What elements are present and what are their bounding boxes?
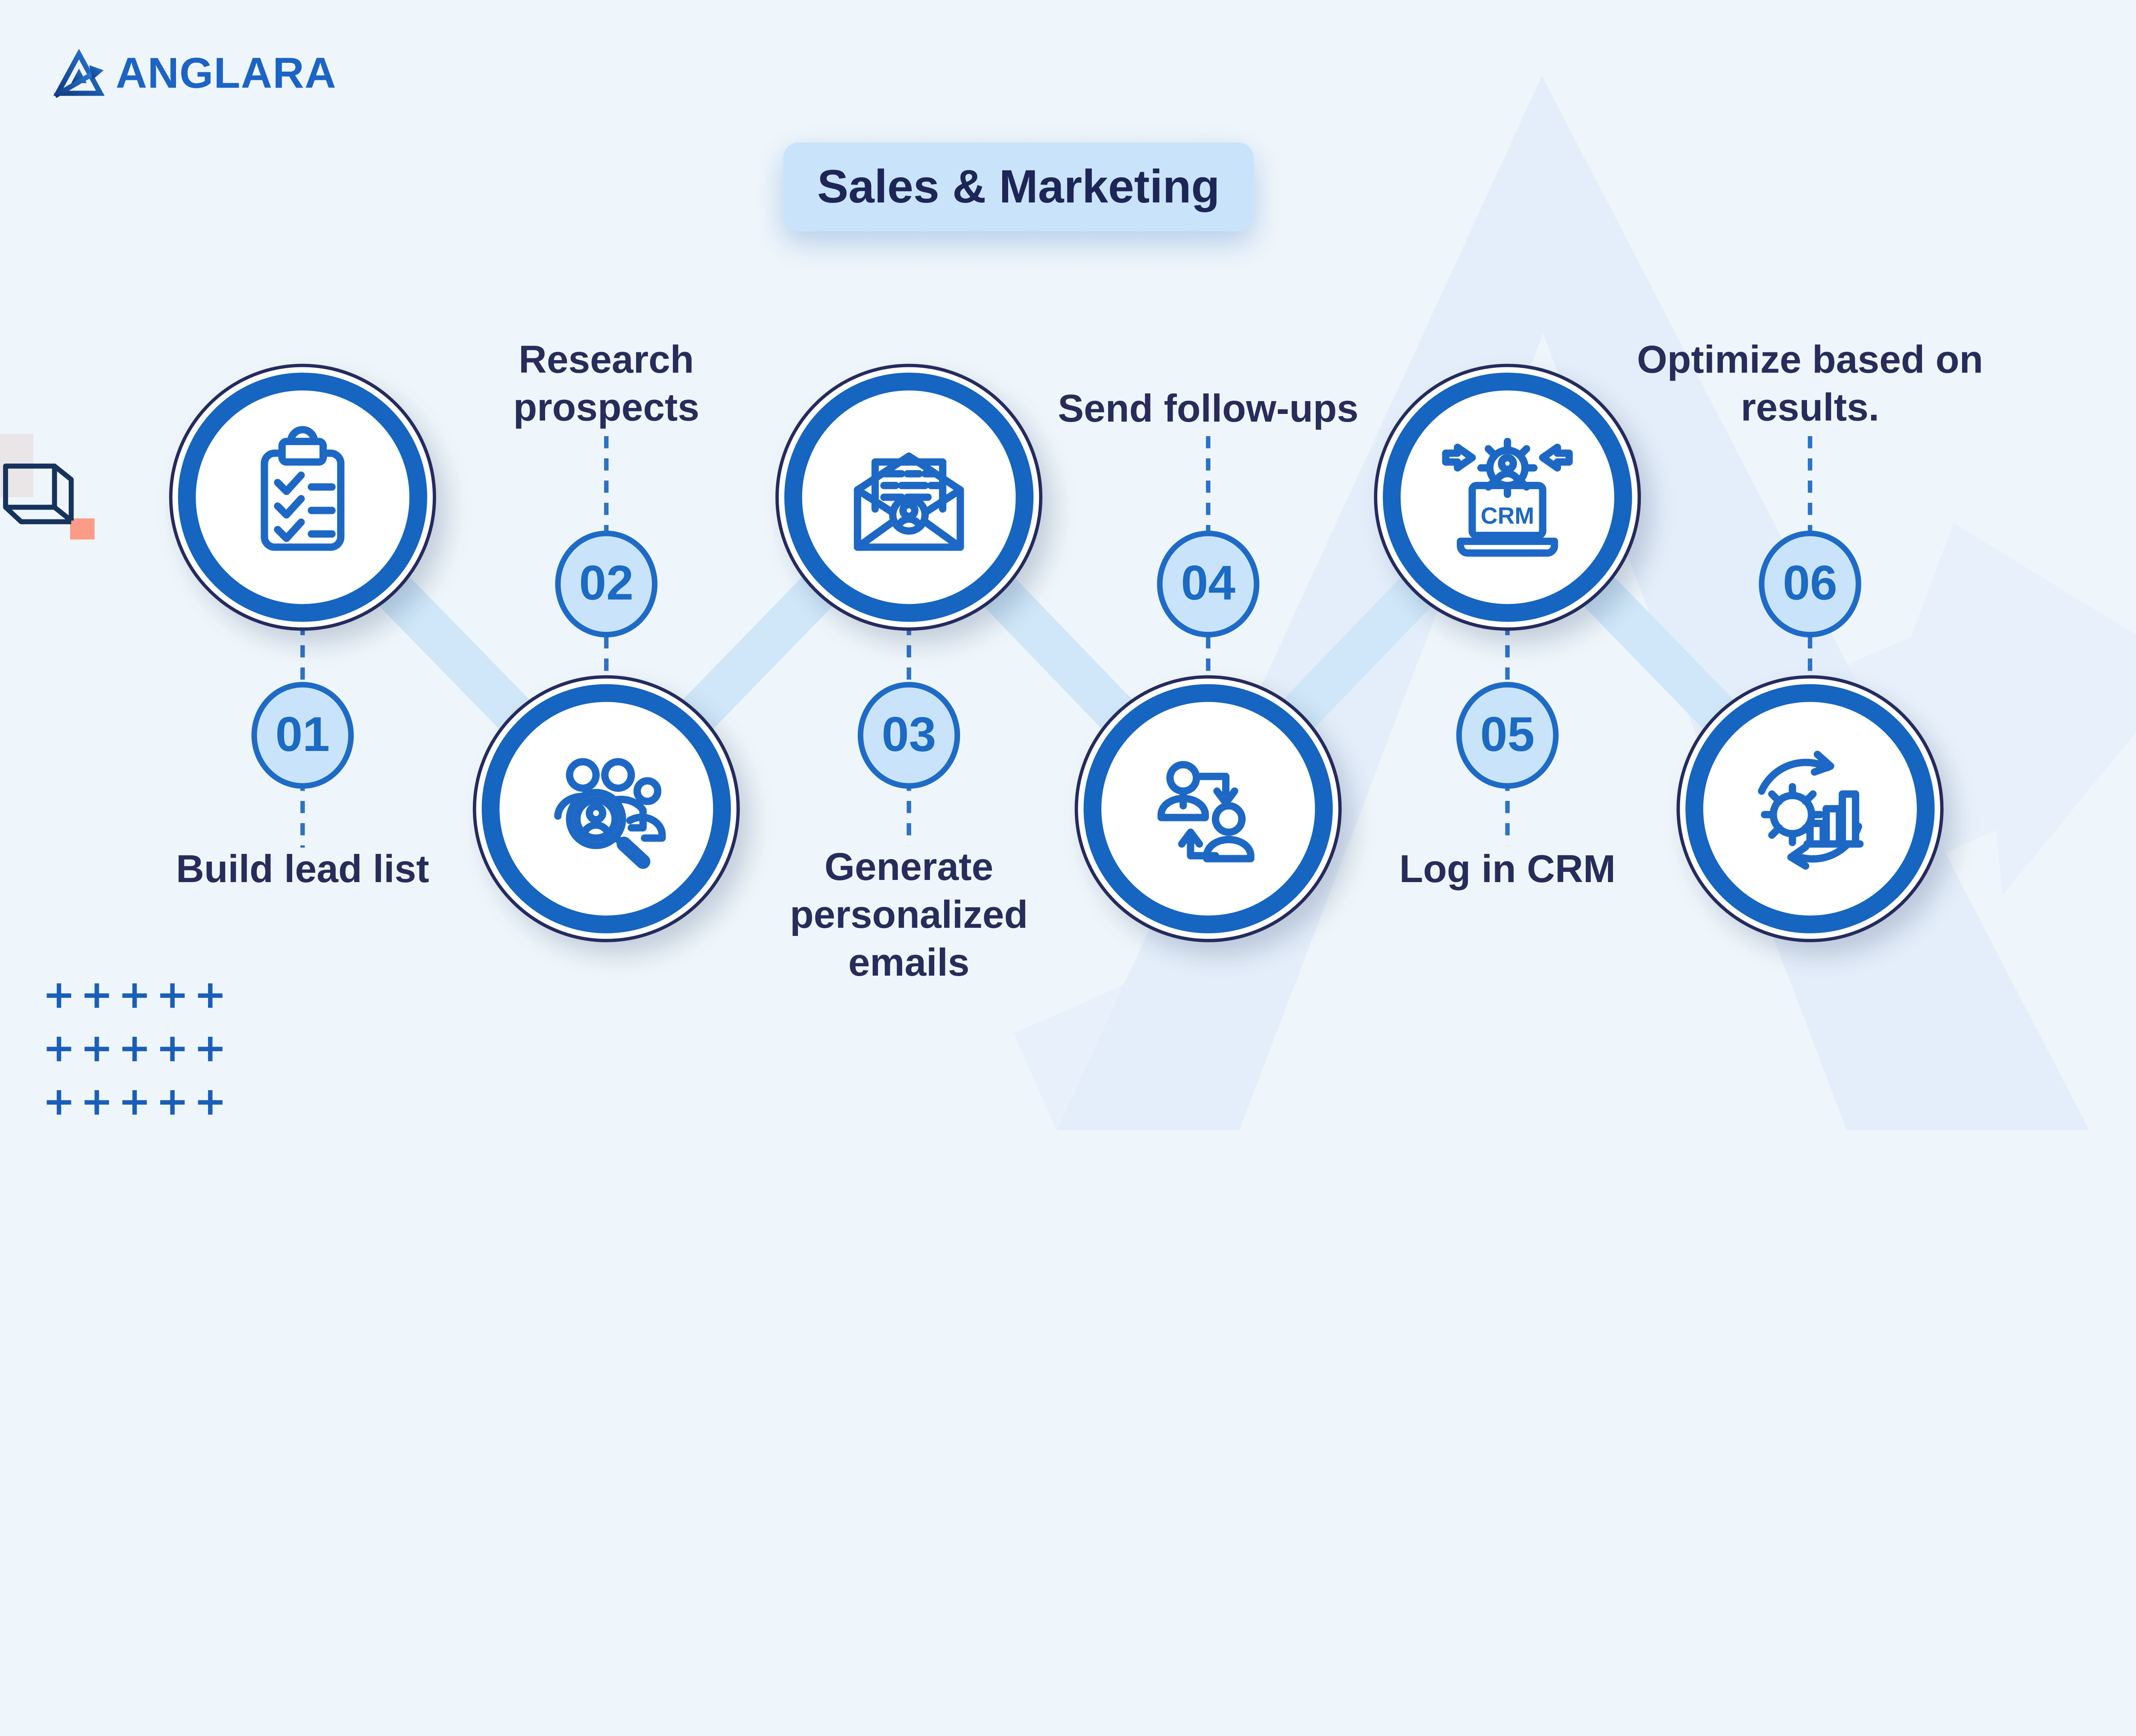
infographic-canvas: ANGLARA Sales & Marketing bbox=[0, 44, 2136, 1130]
page-title: Sales & Marketing bbox=[817, 160, 1220, 213]
brand-logo: ANGLARA bbox=[53, 44, 337, 105]
plus-icon bbox=[160, 1090, 185, 1115]
step-3-circle bbox=[775, 364, 1043, 631]
plus-grid-decoration bbox=[47, 983, 223, 1115]
step-1-ring bbox=[178, 372, 427, 622]
step-2-label: Research prospects bbox=[513, 338, 700, 430]
plus-icon bbox=[84, 983, 109, 1008]
plus-icon bbox=[198, 983, 223, 1008]
step-2-number: 02 bbox=[579, 556, 634, 611]
step-6-ring bbox=[1685, 684, 1935, 933]
plus-icon bbox=[198, 1090, 223, 1115]
step-5-number-badge: 05 bbox=[1456, 682, 1559, 789]
step-3-label: Generate personalized emails bbox=[789, 845, 1028, 985]
step-6-circle bbox=[1676, 675, 1944, 942]
svg-text:CRM: CRM bbox=[1481, 502, 1534, 529]
personalized-email-icon bbox=[854, 452, 964, 551]
step-6-number: 06 bbox=[1783, 556, 1837, 611]
plus-icon bbox=[47, 1090, 71, 1115]
plus-icon bbox=[160, 1037, 185, 1062]
step-5-label: Log in CRM bbox=[1399, 847, 1616, 891]
step-5-number: 05 bbox=[1480, 707, 1535, 762]
people-exchange-icon bbox=[1157, 761, 1255, 862]
step-5-circle: CRM bbox=[1374, 364, 1641, 631]
plus-icon bbox=[122, 1037, 147, 1062]
step-4-number-badge: 04 bbox=[1157, 531, 1259, 638]
step-6-number-badge: 06 bbox=[1759, 531, 1861, 638]
cube-outline-decoration bbox=[3, 463, 74, 525]
plus-icon bbox=[122, 983, 147, 1008]
plus-icon bbox=[198, 1037, 223, 1062]
anglara-triangle-arrow-logo-icon bbox=[53, 49, 105, 98]
crm-laptop-icon: CRM bbox=[1442, 437, 1573, 557]
step-4-circle bbox=[1074, 675, 1342, 942]
prospect-search-icon bbox=[554, 758, 666, 869]
step-3-number-badge: 03 bbox=[857, 682, 960, 789]
step-4-label: Send follow-ups bbox=[1058, 387, 1359, 431]
title-pill: Sales & Marketing bbox=[783, 142, 1254, 232]
brand-name: ANGLARA bbox=[115, 50, 337, 98]
plus-icon bbox=[47, 983, 71, 1008]
step-1-circle bbox=[169, 364, 436, 631]
step-2-circle bbox=[472, 675, 740, 942]
step-4-number: 04 bbox=[1181, 556, 1235, 611]
optimize-gear-chart-icon bbox=[1758, 751, 1864, 870]
step-2-number-badge: 02 bbox=[555, 531, 658, 638]
step-6-label: Optimize based on results. bbox=[1637, 338, 1983, 430]
plus-icon bbox=[160, 983, 185, 1008]
plus-icon bbox=[47, 1037, 71, 1062]
step-1-number-badge: 01 bbox=[251, 682, 354, 789]
step-2-ring bbox=[481, 684, 731, 933]
watermark-arrow-head bbox=[1880, 522, 2136, 896]
clipboard-checklist-icon bbox=[261, 426, 345, 551]
step-4-ring bbox=[1083, 684, 1333, 933]
step-1-label: Build lead list bbox=[176, 847, 429, 891]
plus-icon bbox=[84, 1037, 109, 1062]
step-5-ring: CRM bbox=[1382, 372, 1632, 622]
step-1-number: 01 bbox=[275, 707, 330, 762]
plus-icon bbox=[84, 1090, 109, 1115]
plus-icon bbox=[122, 1090, 147, 1115]
salmon-square-decoration bbox=[70, 518, 95, 540]
step-3-number: 03 bbox=[881, 707, 936, 762]
step-3-ring bbox=[784, 372, 1034, 622]
